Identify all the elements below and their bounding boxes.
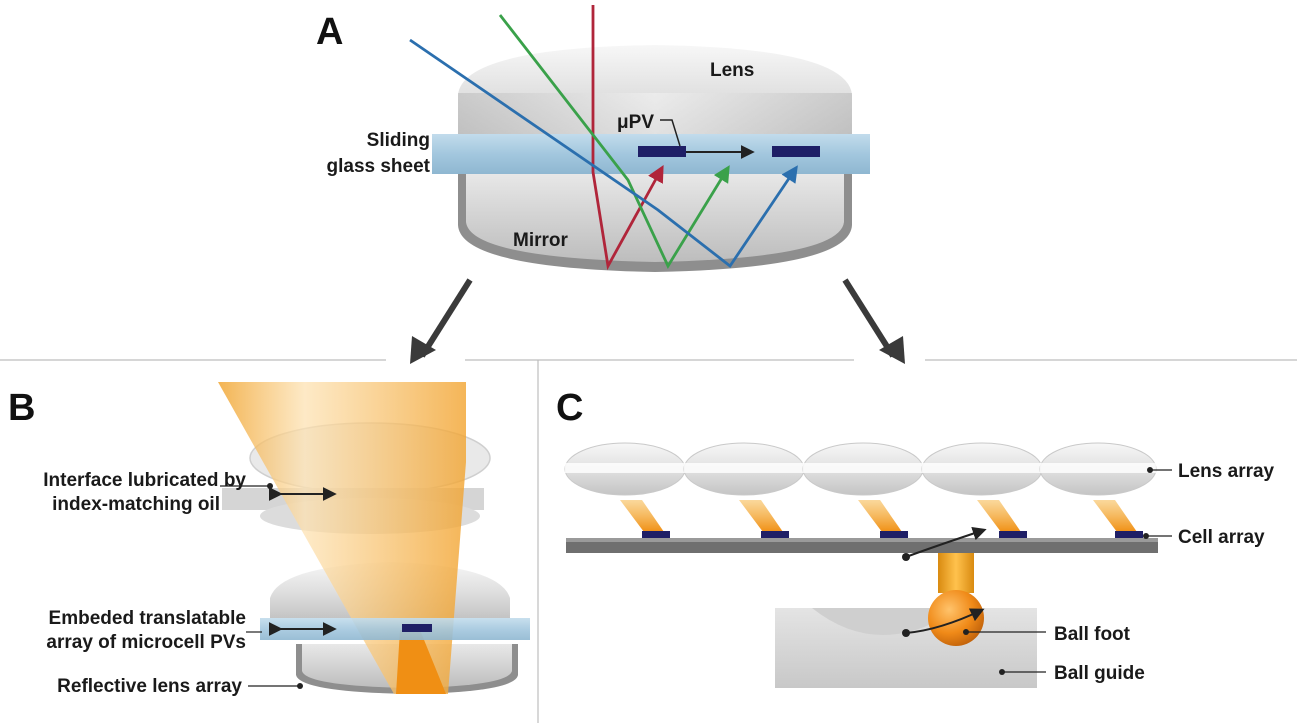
lens-array (564, 442, 1157, 496)
ball-guide (775, 608, 1037, 688)
focused-beam (396, 630, 446, 694)
motion-arrow-lower (905, 608, 985, 634)
arrow-to-panel-c (842, 278, 896, 358)
lens-unit-4 (921, 442, 1043, 496)
arrow-to-panel-b (419, 278, 473, 358)
mirror-label: Mirror (513, 230, 569, 251)
panel-a-letter: A (316, 11, 343, 53)
lens-unit-2 (683, 442, 805, 496)
embedded-label-line2: array of microcell PVs (46, 632, 246, 653)
ball-foot (928, 590, 984, 646)
ball-guide-leader-dot (999, 669, 1005, 675)
lens-array-label: Lens array (1178, 461, 1275, 482)
sliding-label-line2: glass sheet (327, 156, 431, 177)
motion-arrow-upper-dot (902, 553, 910, 561)
motion-arrow-lower-dot (902, 629, 910, 637)
embedded-label-line1: Embeded translatable (49, 608, 246, 629)
cell-array-leader-dot (1143, 533, 1149, 539)
sliding-label-line1: Sliding (367, 130, 430, 151)
ray-green (498, 14, 730, 269)
upv-cell-end (772, 146, 820, 157)
ball-guide-label: Ball guide (1054, 663, 1145, 684)
arrow-to-panel-c-head (879, 336, 905, 364)
microcell-pv (402, 624, 432, 632)
panel-c: C (556, 387, 1275, 688)
upv-cell-start (638, 146, 686, 157)
interface-label-line1: Interface lubricated by (43, 470, 246, 491)
motion-arrow-upper (905, 526, 987, 558)
panel-b-letter: B (8, 387, 35, 429)
upv-label: μPV (617, 112, 654, 133)
interface-leader-dot (267, 483, 273, 489)
light-beam (218, 382, 466, 694)
lens-array-leader-dot (1147, 467, 1153, 473)
lens-unit-3 (802, 442, 924, 496)
panel-a: A Lens Mirror μPV Sliding glass sheet (316, 5, 905, 364)
panel-b: B Interface lubricated by index-matching… (8, 382, 530, 697)
pv-cells (642, 531, 1143, 539)
cell-array-label: Cell array (1178, 527, 1265, 548)
lens-label: Lens (710, 60, 754, 81)
panel-dividers (0, 359, 1297, 723)
panel-c-letter: C (556, 387, 583, 429)
interface-label-line2: index-matching oil (52, 494, 220, 515)
reflective-label: Reflective lens array (57, 676, 242, 697)
ball-foot-label: Ball foot (1054, 624, 1131, 645)
light-rays (409, 5, 798, 271)
reflective-leader-dot (297, 683, 303, 689)
lens-unit-5 (1039, 442, 1157, 496)
upv-leader (660, 119, 681, 147)
focused-beams (620, 500, 1137, 532)
lens-dome (458, 45, 852, 145)
cell-array-highlight (566, 538, 1158, 542)
ray-blue (409, 38, 798, 269)
mirror-body (458, 172, 852, 272)
lens-unit-1 (564, 442, 686, 496)
ball-foot-leader-dot (963, 629, 969, 635)
ray-red (591, 5, 664, 271)
support-post (938, 553, 974, 593)
arrow-to-panel-b-head (410, 336, 436, 364)
